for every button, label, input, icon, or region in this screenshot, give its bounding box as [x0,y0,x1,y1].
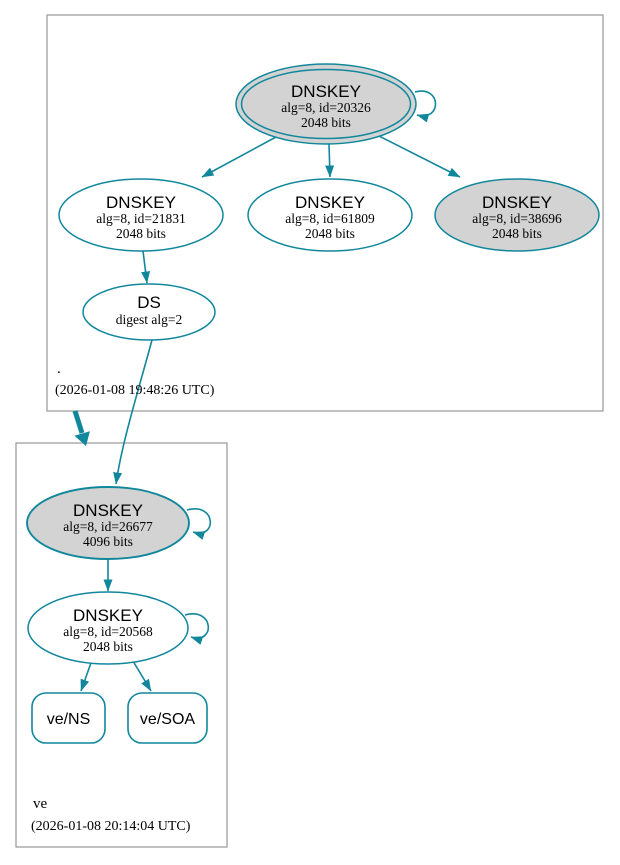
dnskey-26677-ellipse[interactable] [26,486,190,560]
dnskey-61809-ellipse[interactable] [247,178,413,252]
zone-timestamp-root: (2026-01-08 19:48:26 UTC) [55,383,215,398]
rrset-ve-soa-rect[interactable] [127,692,208,744]
dnskey-20568-bits: 2048 bits [83,639,133,654]
ds-node-root-ve: DS digest alg=2 [82,283,216,341]
edge-dnskey-20326-to-21831 [201,136,277,178]
dnskey-21831-bits: 2048 bits [116,226,166,241]
zone-timestamp-ve: (2026-01-08 20:14:04 UTC) [31,819,191,834]
dnskey-26677-detail: alg=8, id=26677 [63,519,153,534]
edge-dnskey-20326-self-sign [414,90,437,123]
dnskey-20326-bits: 2048 bits [301,115,351,130]
dnskey-61809-detail: alg=8, id=61809 [285,211,375,226]
zone-box-ve [15,442,228,848]
dnskey-26677-bits: 4096 bits [83,534,133,549]
edge-zone-delegation-arrowhead [74,431,90,446]
dnskey-38696-bits: 2048 bits [492,226,542,241]
edge-dnskey-20568-to-soa [132,660,152,692]
dnskey-node-38696: DNSKEY alg=8, id=38696 2048 bits [434,178,600,252]
dnskey-node-61809: DNSKEY alg=8, id=61809 2048 bits [247,178,413,252]
zone-box-root [46,14,604,412]
rrset-ve-ns-label: ve/NS [47,711,91,728]
dnskey-38696-ellipse[interactable] [434,178,600,252]
edge-dnskey-26677-self-sign [186,508,212,540]
edge-dnskey-20568-to-ns [80,659,93,692]
ds-title: DS [137,293,161,312]
ds-ellipse[interactable] [82,283,216,341]
dnskey-20326-outer-ring[interactable] [235,63,417,145]
edge-dnskey-21831-to-ds [141,250,151,284]
dnskey-21831-title: DNSKEY [106,193,176,212]
dnskey-node-20568: DNSKEY alg=8, id=20568 2048 bits [27,591,189,665]
ds-detail: digest alg=2 [116,312,182,327]
dnskey-38696-detail: alg=8, id=38696 [472,211,562,226]
dnskey-20326-detail: alg=8, id=20326 [281,100,371,115]
dnskey-node-20326: DNSKEY alg=8, id=20326 2048 bits [235,63,417,145]
dnskey-20326-title: DNSKEY [291,82,361,101]
dnskey-node-21831: DNSKEY alg=8, id=21831 2048 bits [58,178,224,252]
rrset-node-ve-ns: ve/NS [31,692,106,744]
edge-dnskey-20326-to-61809 [325,143,335,178]
rrset-ve-ns-rect[interactable] [31,692,106,744]
dnskey-26677-title: DNSKEY [73,501,143,520]
rrset-ve-soa-label: ve/SOA [140,711,195,728]
zone-label-root: . [57,361,61,377]
dnskey-21831-detail: alg=8, id=21831 [96,211,185,226]
zone-label-ve: ve [33,796,48,812]
dnskey-20326-inner-ring [240,68,412,140]
dnskey-38696-title: DNSKEY [482,193,552,212]
dnskey-20568-detail: alg=8, id=20568 [63,624,153,639]
dnskey-20568-title: DNSKEY [73,606,143,625]
dnskey-61809-bits: 2048 bits [305,226,355,241]
edge-zone-delegation-root-to-ve [72,410,85,434]
dnskey-20568-ellipse[interactable] [27,591,189,665]
dnskey-61809-title: DNSKEY [295,193,365,212]
rrset-node-ve-soa: ve/SOA [127,692,208,744]
edge-dnskey-20568-self-sign [184,613,210,645]
edge-ds-to-dnskey-26677 [113,339,153,485]
dnskey-node-26677: DNSKEY alg=8, id=26677 4096 bits [26,486,190,560]
dnskey-21831-ellipse[interactable] [58,178,224,252]
edge-dnskey-20326-to-38696 [378,135,461,178]
